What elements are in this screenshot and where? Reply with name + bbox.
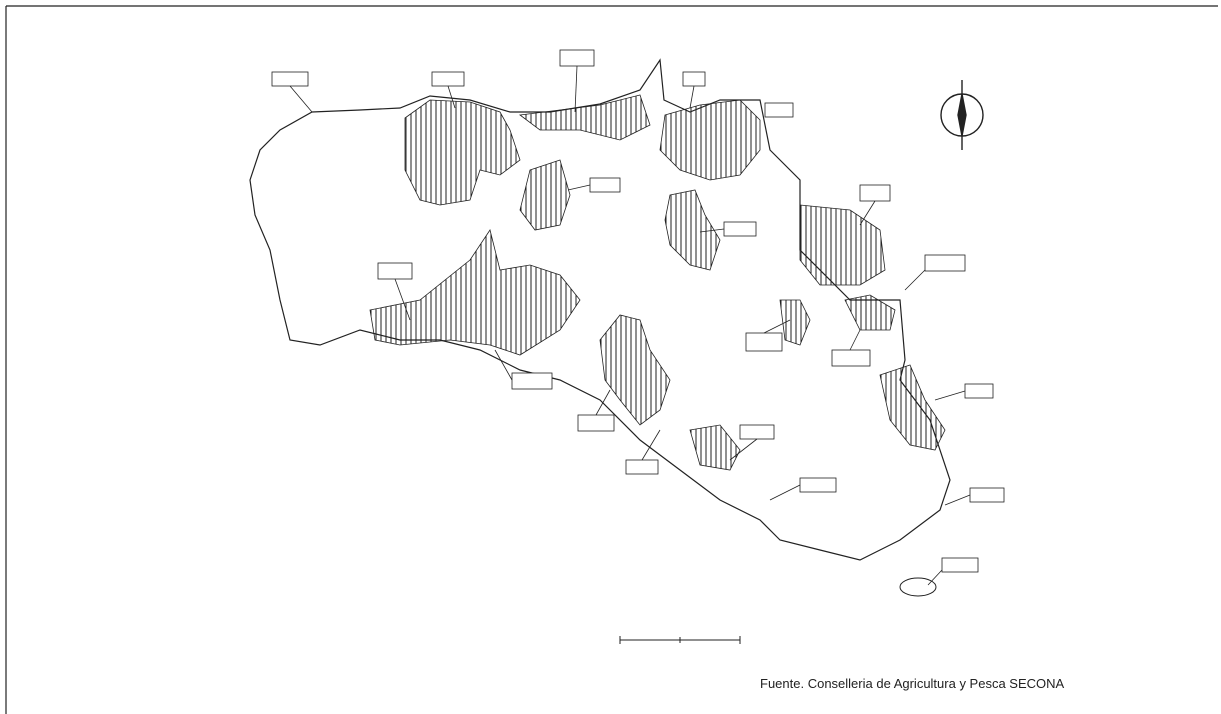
- area-south-centre: [599, 314, 671, 426]
- area-north-west: [404, 99, 521, 206]
- protected-areas: [369, 94, 946, 471]
- area-small-east: [779, 299, 811, 346]
- area-south-east: [879, 364, 946, 451]
- frame-border: [5, 5, 1218, 714]
- area-east: [799, 204, 886, 286]
- scale-bar-icon: [619, 636, 741, 644]
- area-south-west: [369, 229, 581, 356]
- area-north-coast: [518, 94, 651, 141]
- island-outline: [249, 58, 951, 561]
- area-bay: [844, 294, 896, 331]
- north-arrow-icon: [940, 80, 984, 150]
- area-labels: [271, 49, 1005, 586]
- area-south-coast: [689, 424, 741, 471]
- area-interior-centre: [664, 189, 721, 271]
- islet: [899, 577, 937, 597]
- area-interior-west: [519, 159, 571, 231]
- area-north-east: [659, 99, 761, 181]
- source-note: Fuente. Conselleria de Agricultura y Pes…: [760, 676, 1065, 691]
